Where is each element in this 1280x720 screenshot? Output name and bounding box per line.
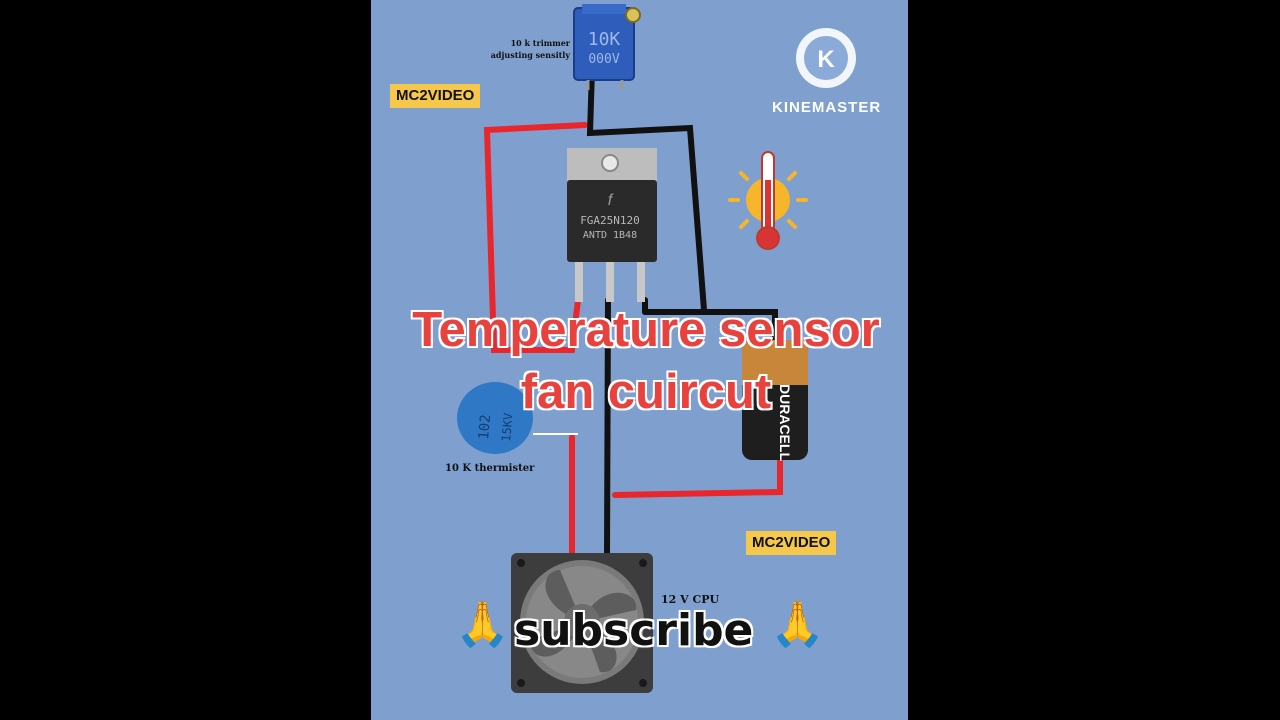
- thermometer-sun-icon: [728, 151, 808, 250]
- red-wire-left: [483, 122, 588, 353]
- transistor-marking-1: FGA25N120: [580, 214, 640, 227]
- trimmer-label: 10 k trimmer adjusting sensitly: [490, 38, 570, 60]
- red-wires: [483, 122, 783, 563]
- kinemaster-logo-icon: K: [796, 28, 856, 88]
- subscribe-text: subscribe: [514, 605, 754, 656]
- svg-text:f: f: [608, 192, 614, 209]
- thermistor-marking-1: 102: [476, 414, 494, 441]
- trimmer-marking-1: 10K: [588, 29, 621, 50]
- title-line-1: Temperature sensor: [412, 303, 880, 357]
- trimmer-potentiometer: 10K 000V: [573, 4, 641, 90]
- fan-label: 12 V CPU: [661, 593, 720, 606]
- black-wire-trimmer: [586, 67, 707, 313]
- igbt-transistor: f FGA25N120 ANTD 1B48: [567, 148, 657, 302]
- watermark-tag-top: MC2VIDEO: [390, 84, 481, 108]
- red-wire-battery: [612, 452, 783, 498]
- transistor-marking-2: ANTD 1B48: [583, 230, 637, 241]
- thermistor: 102 15KV: [457, 382, 578, 454]
- kinemaster-text: KINEMASTER: [772, 99, 882, 116]
- cpu-fan: [511, 553, 653, 693]
- praying-hands-icon-right: 🙏: [770, 599, 825, 650]
- title-line-2: fan cuircut: [520, 365, 772, 419]
- thermistor-label: 10 K thermister: [445, 463, 535, 474]
- watermark-tag-bottom: MC2VIDEO: [746, 531, 837, 555]
- black-wires: [586, 67, 778, 558]
- praying-hands-icon-left: 🙏: [455, 599, 510, 650]
- black-wire-center: [604, 297, 611, 558]
- battery: DURACELL: [742, 340, 808, 461]
- thermistor-marking-2: 15KV: [499, 412, 515, 442]
- trimmer-marking-2: 000V: [588, 52, 619, 67]
- black-wire-top-right: [642, 309, 778, 343]
- svg-text:K: K: [817, 46, 835, 73]
- battery-brand: DURACELL: [777, 384, 793, 461]
